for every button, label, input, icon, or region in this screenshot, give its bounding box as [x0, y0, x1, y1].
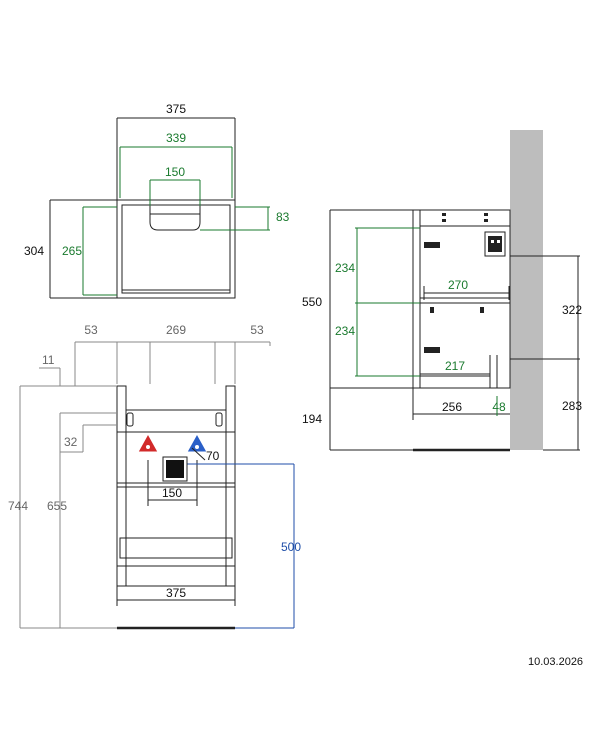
- dim-top-width-total: 375: [166, 102, 186, 116]
- mount-hole-left: [126, 412, 134, 427]
- cold-water-icon: [186, 432, 208, 453]
- dim-front-top-offset: 11: [42, 353, 55, 367]
- mount-hole-right: [215, 412, 223, 427]
- dim-front-height-inner: 655: [47, 499, 67, 513]
- front-top-rail: [125, 409, 227, 433]
- date-stamp: 10.03.2026: [528, 656, 584, 668]
- dim-front-width-bottom: 375: [166, 586, 186, 600]
- dim-front-offset-right: 53: [250, 323, 264, 337]
- dim-side-depth-upper: 270: [448, 278, 468, 292]
- sink-bowl-outline: [149, 205, 201, 231]
- dim-front-drain-height: 500: [281, 540, 301, 554]
- dim-top-width-inner: 339: [166, 131, 186, 145]
- dim-front-drain-offset: 70: [206, 449, 220, 463]
- front-view-gray: [19, 341, 271, 629]
- wall: [510, 130, 543, 450]
- dim-side-mount-height: 322: [562, 303, 582, 317]
- dim-front-width-mid: 269: [166, 323, 186, 337]
- dim-side-mount-low: 283: [562, 399, 582, 413]
- dim-top-depth-total: 304: [24, 244, 44, 258]
- dim-front-pipe-spacing: 150: [162, 486, 182, 500]
- front-left-panel: [116, 385, 127, 587]
- dim-side-depth-total: 256: [442, 400, 462, 414]
- top-cabinet-outline: [116, 199, 236, 299]
- front-right-panel: [225, 385, 236, 587]
- dim-side-wall-gap: 48: [492, 400, 506, 414]
- dim-side-shelf-upper: 234: [335, 261, 355, 275]
- hot-water-icon: [137, 432, 159, 453]
- front-view: [116, 385, 236, 606]
- front-drain-dimension: [175, 463, 295, 629]
- dim-side-depth-lower: 217: [445, 359, 465, 373]
- dim-front-rail-offset: 32: [64, 435, 78, 449]
- side-view-green: [355, 227, 498, 416]
- wall-bracket: [484, 231, 506, 257]
- dim-front-height-total: 744: [8, 499, 28, 513]
- top-view: [49, 117, 236, 299]
- dim-side-height-total: 550: [302, 295, 322, 309]
- dim-front-offset-left: 53: [84, 323, 98, 337]
- dim-top-depth-inner: 265: [62, 244, 82, 258]
- dim-top-drawer-front: 150: [165, 165, 185, 179]
- side-view: [329, 209, 580, 451]
- dim-side-floor-gap: 194: [302, 412, 322, 426]
- dim-side-shelf-lower: 234: [335, 324, 355, 338]
- top-view-green: [82, 146, 270, 296]
- dim-top-drawer-depth: 83: [276, 210, 290, 224]
- front-bottom-drawer: [119, 537, 233, 559]
